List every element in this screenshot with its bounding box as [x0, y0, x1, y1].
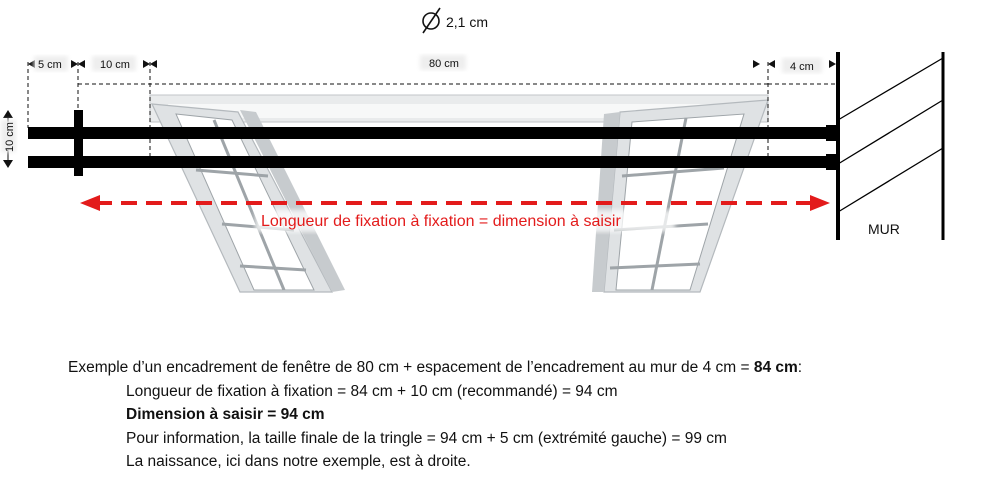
curtain-rod-diagram: 2,1 cm 5 cm 10 cm 80 cm 4 cm 1	[1, 7, 945, 293]
left-finial	[74, 110, 83, 176]
wall-label: MUR	[868, 221, 900, 237]
window-illustration	[149, 94, 769, 293]
explanation-line-1: Exemple d’un encadrement de fenêtre de 8…	[68, 356, 968, 380]
dim-wall-gap: 4 cm	[790, 61, 814, 73]
explanation-text: Exemple d’un encadrement de fenêtre de 8…	[68, 356, 968, 474]
curtain-rods	[28, 110, 838, 176]
explanation-line-2: Longueur de fixation à fixation = 84 cm …	[126, 382, 618, 400]
dim-left-finial: 5 cm	[38, 59, 62, 71]
explanation-line-3: Dimension à saisir = 94 cm	[68, 403, 968, 427]
line1-text: Exemple d’un encadrement de fenêtre de 8…	[68, 359, 754, 376]
rod-spacing-indicator: 10 cm	[1, 110, 16, 168]
dim-rod-spacing: 10 cm	[4, 122, 16, 152]
diameter-indicator: 2,1 cm	[422, 7, 488, 34]
line1-bold-value: 84 cm	[753, 359, 798, 376]
lower-bracket	[826, 154, 838, 170]
upper-rod	[28, 127, 834, 139]
dim-left-bracket-offset: 10 cm	[100, 59, 130, 71]
dimension-arrows	[28, 60, 836, 68]
upper-bracket	[826, 125, 838, 141]
explanation-line-4: Pour information, la taille finale de la…	[126, 429, 727, 447]
fixation-label: Longueur de fixation à fixation = dimens…	[261, 213, 621, 230]
lower-rod	[28, 156, 834, 168]
diameter-label: 2,1 cm	[446, 14, 488, 30]
explanation-line-5: La naissance, ici dans notre exemple, es…	[126, 453, 471, 470]
wall: MUR	[836, 52, 945, 240]
line3-bold: Dimension à saisir = 94 cm	[126, 406, 325, 423]
fixation-arrow: Longueur de fixation à fixation = dimens…	[80, 195, 830, 232]
dim-window-width: 80 cm	[429, 58, 459, 70]
dimension-guides	[27, 62, 836, 160]
line1-end: :	[797, 359, 803, 376]
